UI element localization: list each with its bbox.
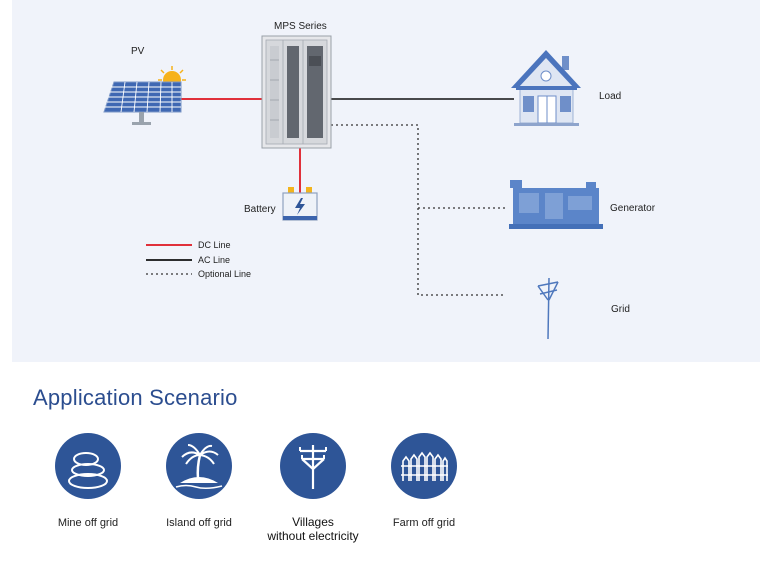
palm-island-icon: [166, 433, 232, 499]
scenario-farm-label: Farm off grid: [392, 517, 456, 529]
section-title: Application Scenario: [33, 385, 238, 410]
mps-cabinet-icon: [261, 35, 332, 149]
scenario-villages: Villages without electricity: [253, 433, 373, 543]
battery-label: Battery: [244, 204, 276, 215]
scenario-mine-label: Mine off grid: [57, 517, 119, 529]
pv-panel-icon: [103, 66, 186, 125]
scenario-villages-label: Villages without electricity: [253, 515, 373, 543]
grid-label: Grid: [611, 304, 630, 315]
fence-icon: [391, 433, 457, 499]
scenario-mine: Mine off grid: [28, 433, 148, 530]
grid-pole-icon: [537, 277, 559, 340]
scenario-villages-label-line2: without electricity: [267, 529, 359, 543]
house-icon: [511, 50, 581, 126]
system-diagram: [103, 35, 603, 340]
legend: [146, 244, 192, 275]
diagram-panel: [12, 0, 760, 362]
battery-icon: [282, 187, 318, 221]
legend-dc-label: DC Line: [198, 240, 231, 250]
scenario-island: Island off grid: [139, 433, 259, 530]
power-pole-icon: [280, 433, 346, 499]
scenario-farm: Farm off grid: [364, 433, 484, 530]
legend-optional-label: Optional Line: [198, 269, 252, 279]
pv-label: PV: [131, 46, 145, 57]
legend-ac-label: AC Line: [198, 255, 231, 265]
generator-label: Generator: [610, 203, 656, 214]
generator-icon: [509, 180, 603, 229]
optional-line-generator-grid: [331, 124, 505, 296]
stones-icon: [55, 433, 121, 499]
load-label: Load: [599, 91, 622, 102]
scenario-villages-label-line1: Villages: [292, 515, 334, 529]
scenario-island-label: Island off grid: [166, 517, 232, 529]
system-title: MPS Series: [274, 21, 327, 32]
